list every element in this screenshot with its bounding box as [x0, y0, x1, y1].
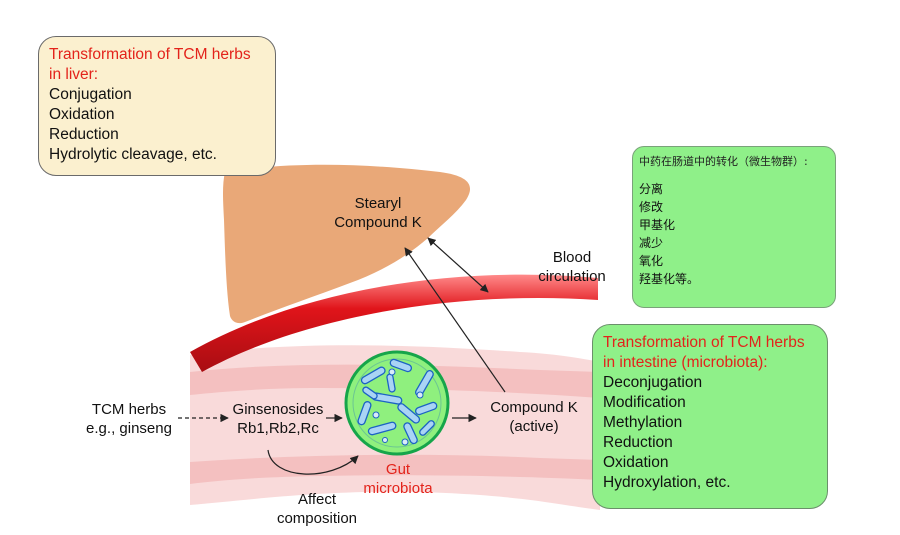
intestine-box-item: Deconjugation: [603, 374, 703, 391]
intestine-box-item: Modification: [603, 394, 686, 411]
chinese-box-item: 羟基化等。: [639, 272, 700, 286]
chinese-transformation-box: 中药在肠道中的转化（微生物群）: 分离 修改 甲基化 减少 氧化 羟基化等。: [632, 146, 836, 308]
chinese-box-title: 中药在肠道中的转化（微生物群）:: [639, 155, 808, 168]
ginsenosides-line-1: Ginsenosides: [232, 401, 324, 418]
liver-box-title-line-1: Transformation of TCM herbs: [49, 46, 251, 63]
gut-microbiota-icon: [344, 350, 450, 456]
liver-box-title-line-2: in liver:: [49, 66, 99, 83]
intestine-box-item: Oxidation: [603, 454, 669, 471]
chinese-box-item: 氧化: [639, 254, 664, 268]
intestine-box-item: Hydroxylation, etc.: [603, 474, 731, 491]
chinese-box-item: 修改: [639, 200, 664, 214]
chinese-box-item: 分离: [639, 182, 664, 196]
stearyl-compound-k-line-1: Stearyl: [354, 195, 402, 212]
liver-transformation-box: Transformation of TCM herbs in liver: Co…: [38, 36, 276, 176]
blood-circulation-line-2: circulation: [538, 268, 606, 285]
intestine-box-title-line-1: Transformation of TCM herbs: [603, 334, 805, 351]
intestine-box-item: Methylation: [603, 414, 683, 431]
intestine-transformation-box: Transformation of TCM herbs in intestine…: [592, 324, 828, 509]
gut-microbiota-label: Gut microbiota: [356, 460, 440, 498]
chinese-box-item: 甲基化: [639, 218, 676, 232]
compound-k-line-2: (active): [509, 418, 559, 435]
stearyl-compound-k-line-2: Compound K: [334, 214, 422, 231]
liver-shape: [223, 164, 471, 324]
arrow-compound-k-to-liver: [404, 247, 506, 393]
tcm-herbs-line-2: e.g., ginseng: [86, 420, 172, 437]
tcm-herbs-label: TCM herbs e.g., ginseng: [74, 400, 184, 438]
compound-k-label: Compound K (active): [478, 398, 590, 436]
blood-circulation-label: Blood circulation: [522, 248, 622, 286]
ginsenosides-label: Ginsenosides Rb1,Rb2,Rc: [226, 400, 330, 438]
arrow-affect-composition: [267, 449, 359, 475]
affect-composition-label: Affect composition: [264, 490, 370, 528]
liver-box-item: Oxidation: [49, 106, 115, 123]
affect-composition-line-2: composition: [276, 510, 358, 527]
chinese-box-item: 减少: [639, 236, 664, 250]
blood-circulation-line-1: Blood: [552, 249, 592, 266]
liver-box-item: Conjugation: [49, 86, 132, 103]
ginsenosides-line-2: Rb1,Rb2,Rc: [237, 420, 319, 437]
blood-vessel: [190, 274, 598, 372]
compound-k-line-1: Compound K: [490, 399, 578, 416]
tcm-herbs-line-1: TCM herbs: [91, 401, 167, 418]
affect-composition-line-1: Affect: [297, 491, 337, 508]
liver-box-item: Hydrolytic cleavage, etc.: [49, 146, 217, 163]
arrow-liver-to-blood: [427, 237, 489, 293]
intestine-box-item: Reduction: [603, 434, 673, 451]
liver-box-item: Reduction: [49, 126, 119, 143]
intestine-box-title-line-2: in intestine (microbiota):: [603, 354, 768, 371]
stearyl-compound-k-label: Stearyl Compound K: [318, 194, 438, 232]
gut-microbiota-line-1: Gut: [385, 461, 411, 478]
gut-microbiota-line-2: microbiota: [363, 480, 433, 497]
